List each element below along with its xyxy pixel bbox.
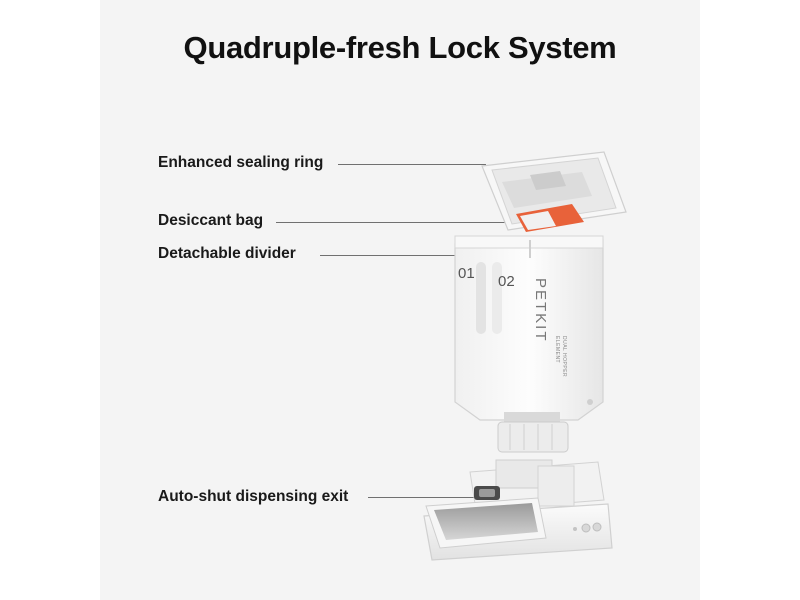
desiccant-bag xyxy=(516,204,584,232)
compartment-1-label: 01 xyxy=(458,265,475,282)
callout-sealing-ring-label: Enhanced sealing ring xyxy=(158,154,324,171)
page-title: Quadruple-fresh Lock System xyxy=(183,30,617,65)
food-bowl xyxy=(425,497,547,549)
callout-dispensing-exit-label: Auto-shut dispensing exit xyxy=(158,488,349,505)
callout-divider-line xyxy=(320,255,484,256)
callout-desiccant-line xyxy=(276,222,514,223)
model-text-line-2: DUAL HOPPER xyxy=(561,336,567,377)
callout-dispensing-exit-line xyxy=(368,497,488,498)
compartment-2-label: 02 xyxy=(498,273,515,290)
callout-sealing-ring-line xyxy=(338,164,486,165)
model-text-line-1: ELEMENT xyxy=(554,336,560,363)
lid xyxy=(481,151,627,231)
callout-desiccant-label: Desiccant bag xyxy=(158,212,264,229)
dispensing-rotor xyxy=(497,412,569,453)
hopper-body xyxy=(454,235,604,421)
brand-logo-text: PETKIT xyxy=(532,278,549,343)
callout-divider-label: Detachable divider xyxy=(158,245,296,262)
